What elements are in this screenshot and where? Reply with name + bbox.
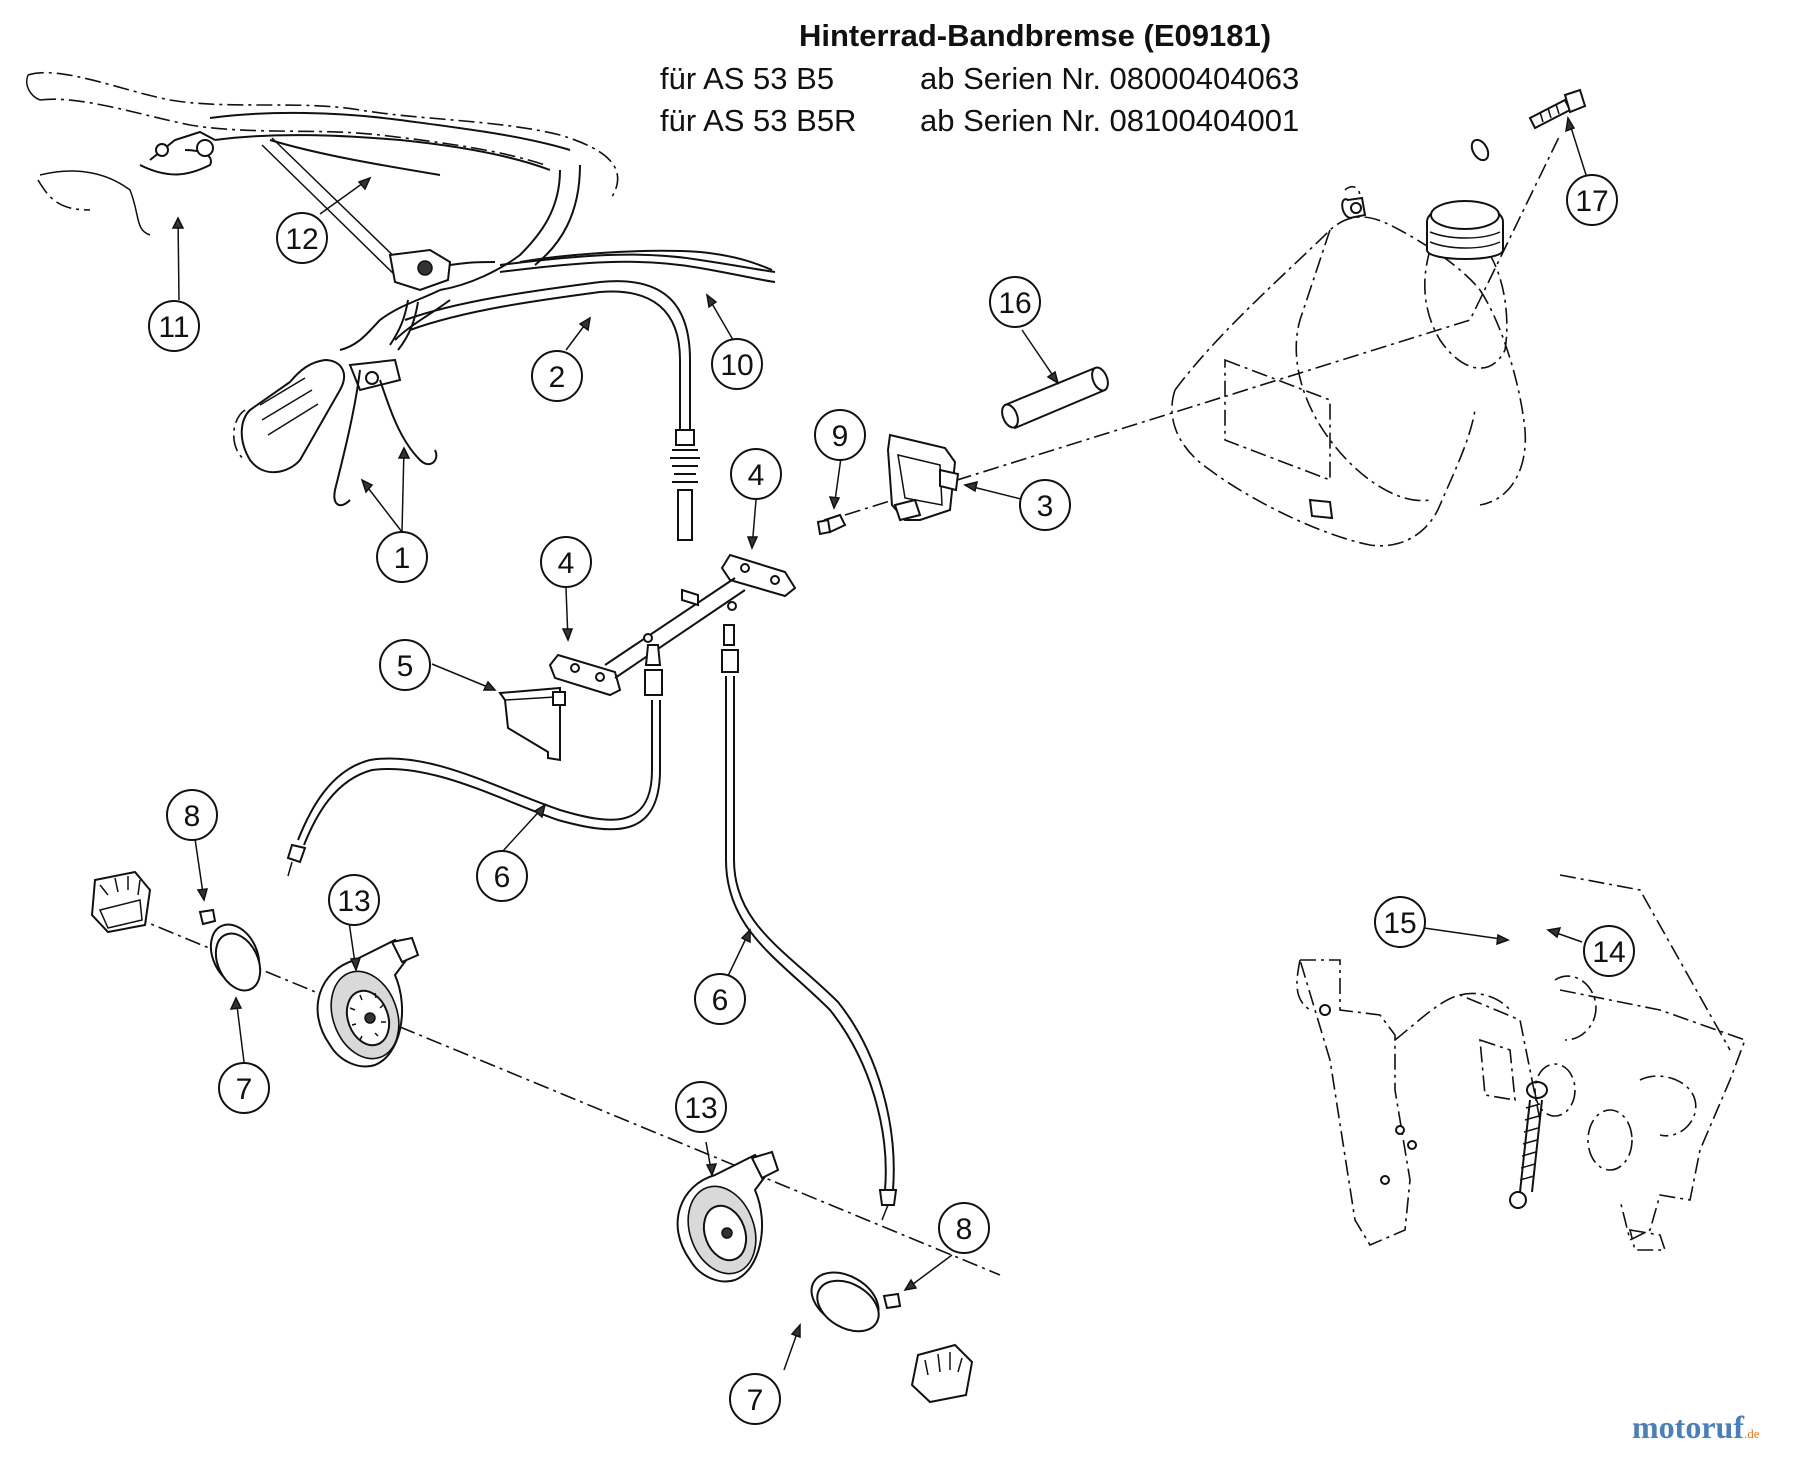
- svg-text:4: 4: [558, 547, 575, 580]
- screw-17: [1528, 88, 1587, 130]
- callout-14[interactable]: 14: [1583, 925, 1635, 977]
- watermark-logo: motoruf.de: [1632, 1409, 1760, 1446]
- callout-7-left[interactable]: 7: [218, 1062, 270, 1114]
- svg-text:5: 5: [397, 650, 414, 683]
- svg-text:13: 13: [337, 885, 370, 918]
- cover-plate-5: [498, 686, 566, 762]
- watermark-tld: .de: [1743, 1426, 1760, 1441]
- spring-14: [1509, 1081, 1548, 1209]
- callout-12[interactable]: 12: [276, 212, 328, 264]
- band-7-right: [810, 1271, 880, 1333]
- svg-text:14: 14: [1592, 936, 1625, 969]
- callout-5[interactable]: 5: [379, 639, 431, 691]
- fuel-tank: [1171, 185, 1527, 547]
- callout-6-right[interactable]: 6: [694, 973, 746, 1025]
- bracket-shaft: [604, 577, 746, 679]
- watermark-brand: motoruf: [1632, 1409, 1744, 1445]
- svg-text:15: 15: [1383, 907, 1416, 940]
- axis-line-tank: [844, 134, 1561, 516]
- callout-4-lower[interactable]: 4: [540, 536, 592, 588]
- callout-3[interactable]: 3: [1019, 479, 1071, 531]
- svg-text:4: 4: [748, 459, 765, 492]
- bracket-3: [886, 433, 960, 522]
- model-label-1: für AS 53 B5: [660, 61, 835, 96]
- brake-drum-13-right: [676, 1150, 780, 1283]
- bracket-4-lower: [548, 653, 622, 697]
- callout-11[interactable]: 11: [148, 300, 200, 352]
- serial-label-2: ab Serien Nr. 08100404001: [920, 103, 1300, 138]
- callout-1[interactable]: 1: [376, 531, 428, 583]
- axis-line-spring: [1559, 874, 1731, 1051]
- washer-17: [1470, 138, 1490, 162]
- callout-15[interactable]: 15: [1374, 896, 1426, 948]
- callout-13-left[interactable]: 13: [328, 874, 380, 926]
- callout-13-right[interactable]: 13: [675, 1081, 727, 1133]
- serial-label-1: ab Serien Nr. 08000404063: [920, 61, 1300, 96]
- band-7-left: [209, 923, 262, 992]
- svg-text:17: 17: [1575, 185, 1608, 218]
- model-label-2: für AS 53 B5R: [660, 103, 857, 138]
- svg-text:11: 11: [158, 311, 189, 344]
- callout-7-right[interactable]: 7: [729, 1373, 781, 1425]
- callout-9[interactable]: 9: [814, 409, 866, 461]
- callouts: 1 2 3 4 4 5 6 6 7 7 8 8 9 10 11 12 13 13…: [148, 174, 1635, 1425]
- callout-6-left[interactable]: 6: [476, 850, 528, 902]
- pin-8-right: [882, 1292, 902, 1310]
- applicability-line-1: für AS 53 B5 ab Serien Nr. 08000404063: [660, 58, 1380, 100]
- hub-left: [90, 870, 152, 934]
- callout-16[interactable]: 16: [989, 276, 1041, 328]
- diagram-title: Hinterrad-Bandbremse (E09181): [798, 18, 1272, 53]
- frame-plate: [1296, 959, 1747, 1251]
- brake-cable-6-right: [721, 624, 898, 1221]
- svg-text:16: 16: [998, 287, 1031, 320]
- cable-10: [519, 249, 773, 271]
- svg-text:1: 1: [394, 542, 411, 575]
- svg-text:10: 10: [720, 349, 753, 382]
- callout-8-right[interactable]: 8: [938, 1202, 990, 1254]
- callout-4-upper[interactable]: 4: [730, 448, 782, 500]
- svg-text:13: 13: [684, 1092, 717, 1125]
- svg-text:2: 2: [549, 361, 566, 394]
- svg-text:8: 8: [956, 1213, 973, 1246]
- spacer-16: [1001, 366, 1109, 430]
- handlebar-assembly: [26, 71, 776, 507]
- svg-text:6: 6: [712, 984, 729, 1017]
- leader-lines: [171, 115, 1588, 1371]
- callout-10[interactable]: 10: [711, 338, 763, 390]
- svg-text:6: 6: [494, 861, 511, 894]
- screw-9: [816, 513, 847, 536]
- svg-text:3: 3: [1037, 490, 1054, 523]
- svg-text:8: 8: [184, 800, 201, 833]
- callout-8-left[interactable]: 8: [166, 789, 218, 841]
- svg-text:9: 9: [832, 420, 849, 453]
- svg-text:7: 7: [747, 1384, 764, 1417]
- title-block: Hinterrad-Bandbremse (E09181) für AS 53 …: [660, 18, 1380, 142]
- svg-text:12: 12: [285, 223, 318, 256]
- pin-8-left: [198, 908, 217, 926]
- callout-2[interactable]: 2: [531, 350, 583, 402]
- brake-cable-2: [404, 280, 700, 541]
- brake-drum-13-left: [316, 936, 420, 1068]
- brake-cable-6-left: [286, 644, 663, 877]
- hub-right: [910, 1343, 974, 1404]
- applicability-line-2: für AS 53 B5R ab Serien Nr. 08100404001: [660, 100, 1380, 142]
- callout-17[interactable]: 17: [1566, 174, 1618, 226]
- bracket-4-upper: [720, 553, 797, 598]
- svg-text:7: 7: [236, 1073, 253, 1106]
